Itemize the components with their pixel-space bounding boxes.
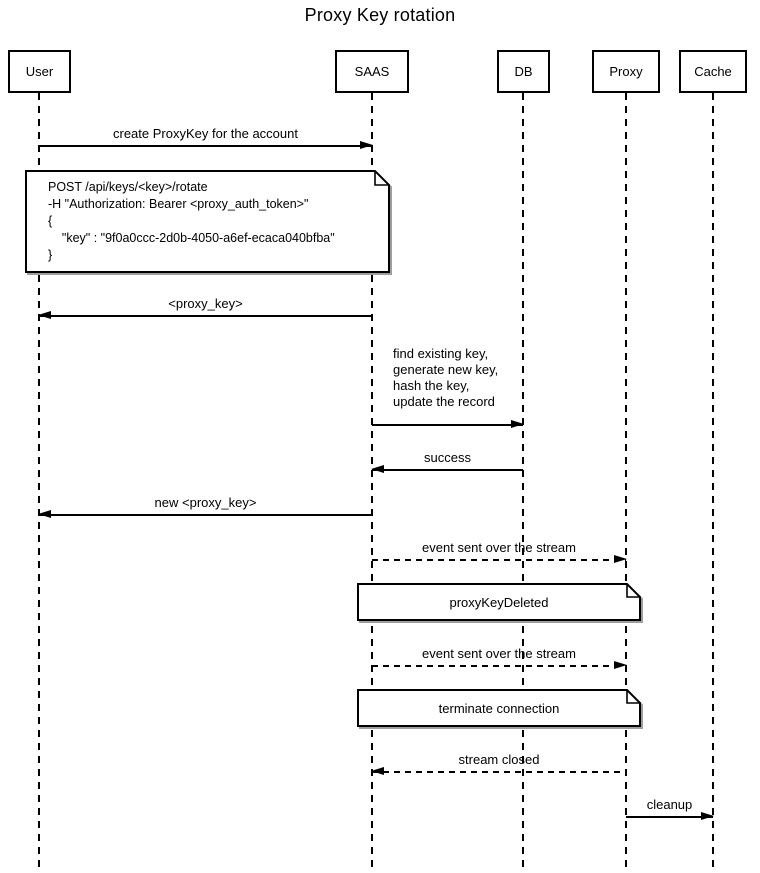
lifeline-proxy: [625, 93, 627, 871]
message-db-update-label: find existing key, generate new key, has…: [393, 346, 499, 409]
message-event-stream-1-label: event sent over the stream: [422, 540, 576, 555]
actor-user-label: User: [25, 64, 54, 79]
actor-proxy-label: Proxy: [609, 64, 643, 79]
arrowhead-right-icon: [511, 419, 524, 428]
message-db-success-label: success: [424, 450, 471, 465]
note-proxykey-deleted-text: proxyKeyDeleted: [449, 594, 549, 610]
lifeline-db: [522, 93, 524, 871]
message-new-proxy-key-label: new <proxy_key>: [154, 495, 257, 510]
message-line: [626, 816, 713, 818]
message-line: [372, 771, 626, 773]
note-shape-icon: [25, 170, 390, 273]
arrowhead-right-icon: [701, 811, 714, 820]
message-cleanup-label: cleanup: [646, 797, 693, 812]
actor-saas: SAAS: [335, 50, 409, 93]
note-shape-icon: [357, 689, 641, 727]
message-line: [372, 424, 523, 426]
actor-proxy: Proxy: [592, 50, 660, 93]
arrowhead-right-icon: [614, 554, 627, 563]
lifeline-cache: [712, 93, 714, 871]
note-shape-icon: [357, 583, 641, 621]
message-event-stream-2-label: event sent over the stream: [422, 646, 576, 661]
note-terminate-connection-text: terminate connection: [438, 700, 560, 716]
message-line: [39, 514, 372, 516]
lifeline-saas: [371, 93, 373, 871]
note-terminate-connection: terminate connection: [357, 689, 641, 727]
arrowhead-left-icon: [38, 310, 51, 319]
message-line: [372, 469, 523, 471]
message-proxy-key-return-label: <proxy_key>: [168, 296, 243, 311]
message-line: [372, 665, 626, 667]
note-rotate-request-text: POST /api/keys/<key>/rotate -H "Authoriz…: [48, 180, 335, 262]
actor-cache-label: Cache: [694, 64, 732, 79]
message-line: [39, 315, 372, 317]
arrowhead-left-icon: [371, 464, 384, 473]
actor-db: DB: [497, 50, 550, 93]
message-line: [39, 145, 372, 147]
actor-user: User: [8, 50, 71, 93]
message-stream-closed-label: stream closed: [458, 752, 540, 767]
message-create-proxykey-label: create ProxyKey for the account: [113, 126, 298, 141]
arrowhead-right-icon: [614, 660, 627, 669]
diagram-title: Proxy Key rotation: [304, 5, 456, 25]
lifeline-user: [38, 93, 40, 871]
note-proxykey-deleted: proxyKeyDeleted: [357, 583, 641, 621]
message-line: [372, 559, 626, 561]
arrowhead-right-icon: [360, 140, 373, 149]
actor-saas-label: SAAS: [354, 64, 390, 79]
arrowhead-left-icon: [38, 509, 51, 518]
actor-db-label: DB: [514, 64, 533, 79]
arrowhead-left-icon: [371, 766, 384, 775]
actor-cache: Cache: [679, 50, 747, 93]
note-rotate-request: POST /api/keys/<key>/rotate -H "Authoriz…: [25, 170, 390, 273]
